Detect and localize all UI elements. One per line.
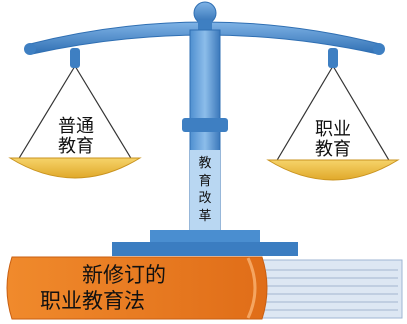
- book-title-line: 新修订的: [82, 263, 166, 287]
- pillar-label-panel: [190, 150, 220, 232]
- left-pan-label-line: 普通: [58, 116, 94, 137]
- pillar-label-char: 改: [198, 191, 212, 207]
- pillar-label: 教 育 改 革: [195, 155, 215, 225]
- right-pan-strings: [275, 65, 391, 163]
- right-pan-label-line: 教育: [315, 139, 351, 161]
- book-title: 新修订的 职业教育法: [40, 262, 166, 315]
- right-pan-label: 职业 教育: [305, 119, 361, 161]
- pillar-label-char: 育: [198, 173, 212, 189]
- beam-end-left: [24, 43, 36, 55]
- scale-base-lower: [112, 242, 298, 256]
- left-hook: [70, 48, 80, 68]
- right-pan-label-line: 职业: [315, 119, 351, 140]
- book-spine-highlight: [246, 257, 257, 319]
- right-pan: [266, 159, 400, 181]
- pillar-collar: [182, 118, 228, 132]
- scale-base-upper: [150, 230, 260, 244]
- pillar-label-char: 革: [198, 208, 212, 224]
- left-pan-label: 普通 教育: [48, 116, 104, 158]
- right-hook: [328, 48, 338, 68]
- left-pan-strings: [17, 65, 133, 161]
- book-page-lines: [262, 269, 398, 311]
- left-pan: [8, 157, 142, 179]
- book-pages: [249, 259, 403, 319]
- book-title-line: 职业教育法: [40, 289, 145, 314]
- book-cover: [6, 256, 268, 320]
- pillar-label-char: 教: [198, 156, 212, 171]
- left-pan-label-line: 教育: [58, 136, 94, 158]
- beam-end-right: [373, 43, 385, 55]
